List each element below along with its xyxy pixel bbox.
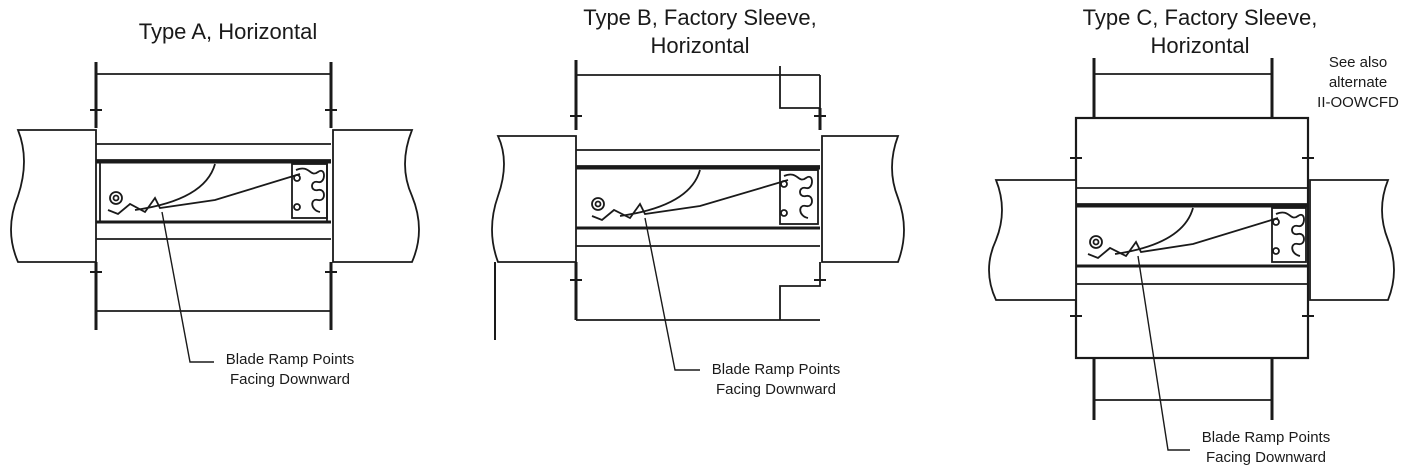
blade-curve [134,163,216,211]
spring-housing [291,163,328,219]
spring-coil [783,173,813,219]
diagram-type-b: Type B, Factory Sleeve, Horizontal [470,0,950,473]
callout-leader [161,211,214,363]
wall-right [1309,179,1395,301]
wall-left [10,129,97,263]
spring-housing [1271,207,1307,263]
callout-label: Blade Ramp Points Facing Downward [1201,429,1331,466]
fasteners [1070,157,1314,317]
diagram-title: Type A, Horizontal [138,19,318,44]
wall-right [821,135,905,263]
pivot-pin-center [112,194,120,202]
pivot-pin [591,197,605,211]
damper-drawing [988,58,1395,451]
spring-pin [293,174,301,182]
factory-sleeve [1074,116,1310,360]
pivot-pin [109,191,123,205]
diagram-type-a: Type A, Horizontal [0,0,470,473]
spring-pin [780,209,788,217]
spring-coil [295,167,325,213]
spring-pin [1272,218,1280,226]
damper-drawing [491,60,905,371]
blade-curve [619,169,701,217]
pivot-pin-center [594,200,602,208]
fasteners [570,115,826,281]
spring-pin [293,203,301,211]
diagram-title: Type B, Factory Sleeve, Horizontal [583,5,817,58]
alternate-note: See also alternate II-OOWCFD [1317,54,1399,111]
spring-coil [1275,211,1305,257]
callout-label: Blade Ramp Points Facing Downward [711,361,841,398]
diagram-type-c: Type C, Factory Sleeve, Horizontal See a… [950,0,1425,473]
spring-pin [1272,247,1280,255]
callout-leader [1137,255,1190,451]
wall-left [988,179,1077,301]
callout-leader [644,217,700,371]
sleeve-offset [779,262,821,320]
sleeve-offset [779,66,821,109]
blade-curve [1114,207,1194,255]
fasteners [90,109,337,273]
spring-pin [780,180,788,188]
spring-housing [779,169,819,225]
blade-ramp [591,179,789,222]
wall-left [491,135,577,263]
diagram-title: Type C, Factory Sleeve, Horizontal [1082,5,1318,58]
damper-drawing [10,62,420,363]
wall-right [332,129,420,263]
pivot-pin-center [1092,238,1100,246]
pivot-pin [1089,235,1103,249]
blade-ramp [1087,217,1279,260]
callout-label: Blade Ramp Points Facing Downward [225,351,355,388]
blade-ramp [107,173,301,216]
